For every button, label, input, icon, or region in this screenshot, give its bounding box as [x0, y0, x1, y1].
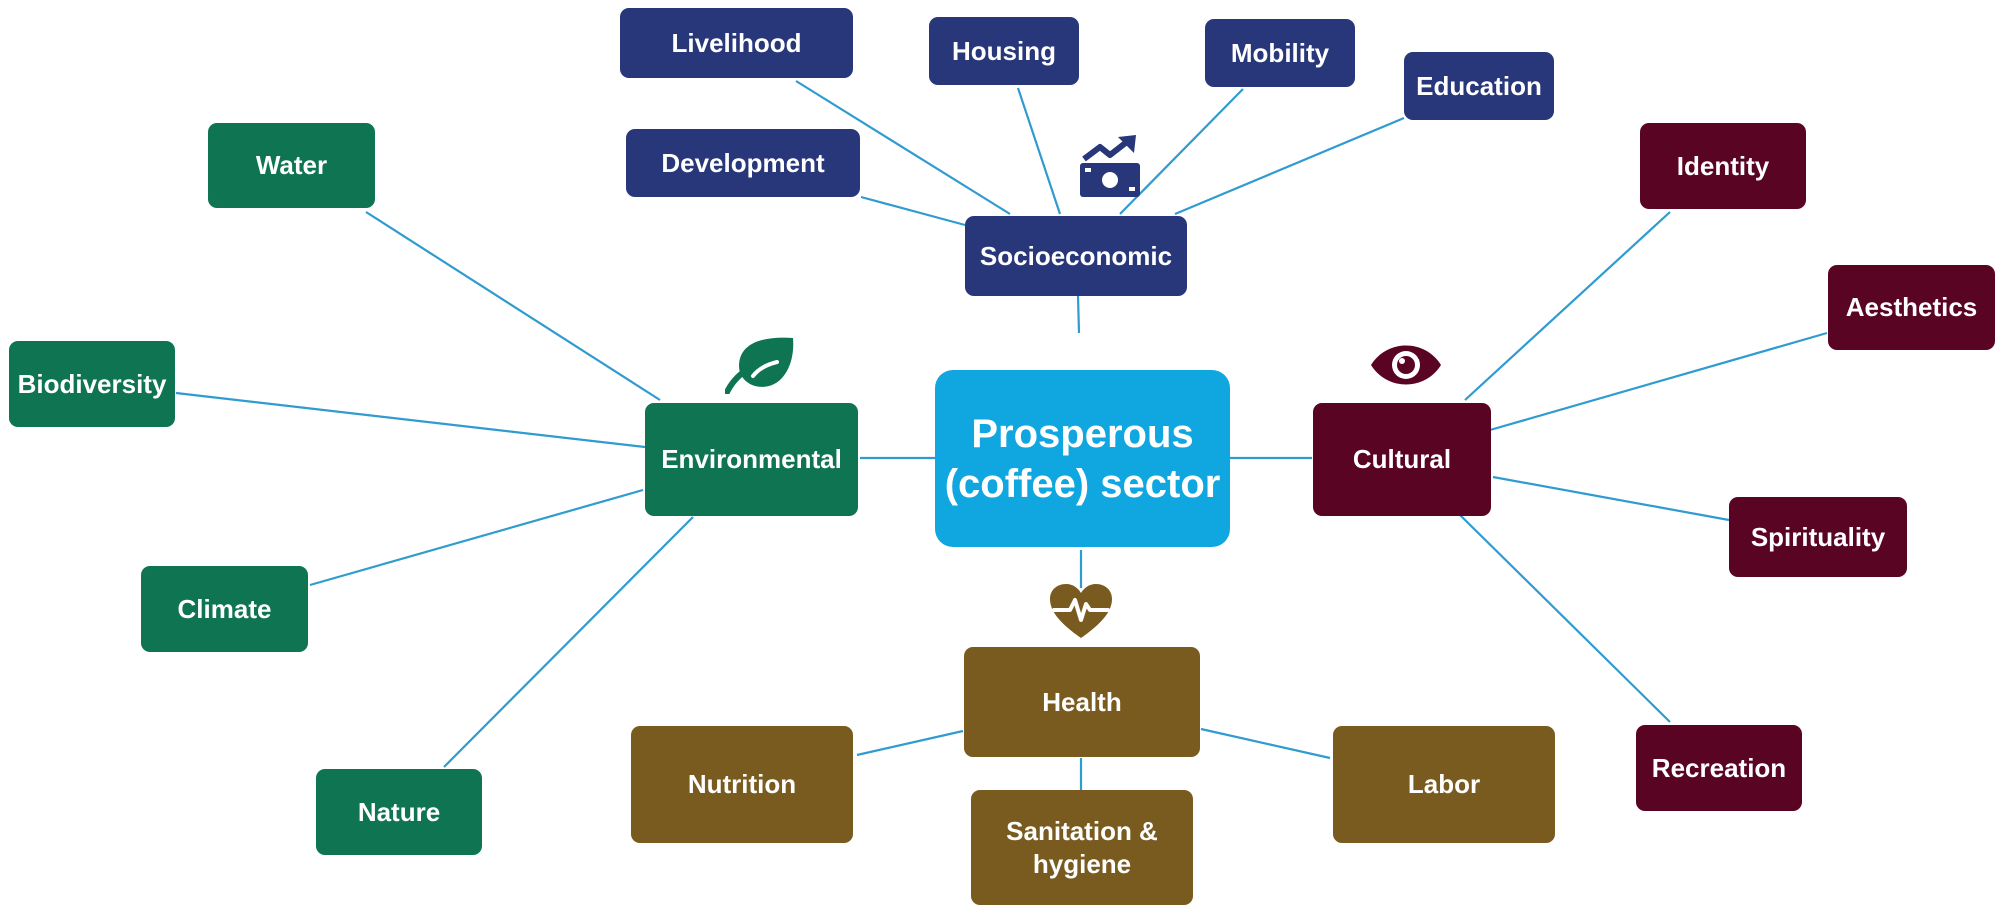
connector-socio-livelihood: [795, 80, 1011, 215]
money-growth-icon: [1080, 135, 1140, 197]
connector-center-socioeconomic: [1076, 295, 1081, 334]
connector-health-labor: [1200, 727, 1331, 760]
nature-node: Nature: [316, 769, 482, 855]
connector-socio-development: [860, 195, 966, 227]
recreation-node: Recreation: [1636, 725, 1802, 811]
spirituality-node: Spirituality: [1729, 497, 1907, 577]
connector-socio-mobility: [1119, 88, 1244, 215]
connector-cult-aesthetics: [1489, 331, 1828, 432]
environmental-node: Environmental: [645, 403, 858, 516]
eye-icon: [1371, 345, 1441, 385]
sanitation-label-line2: hygiene: [1032, 848, 1132, 879]
mobility-node: Mobility: [1205, 19, 1355, 87]
connector-env-climate: [309, 488, 644, 587]
labor-node: Labor: [1333, 726, 1555, 843]
development-node: Development: [626, 129, 860, 197]
identity-node: Identity: [1640, 123, 1806, 209]
connector-env-water: [365, 211, 661, 401]
center-node: Prosperous (coffee) sector: [935, 370, 1230, 547]
connector-env-biodiversity: [175, 391, 646, 449]
sanitation-label-line1: Sanitation &: [1006, 816, 1158, 846]
health-node: Health: [964, 647, 1200, 757]
connector-socio-education: [1174, 116, 1405, 216]
water-node: Water: [208, 123, 375, 208]
center-label-line1: Prosperous: [971, 411, 1194, 456]
center-label-line2: (coffee) sector: [944, 461, 1221, 506]
connector-env-nature: [443, 516, 694, 768]
cultural-node: Cultural: [1313, 403, 1491, 516]
connector-socio-housing: [1016, 87, 1062, 215]
connector-health-nutrition: [856, 729, 964, 757]
biodiversity-node: Biodiversity: [9, 341, 175, 427]
sanitation-node: Sanitation & hygiene: [971, 790, 1193, 905]
connector-cult-spirituality: [1492, 475, 1730, 522]
socioeconomic-node: Socioeconomic: [965, 216, 1187, 296]
education-node: Education: [1404, 52, 1554, 120]
nutrition-node: Nutrition: [631, 726, 853, 843]
leaf-icon: [725, 337, 794, 394]
livelihood-node: Livelihood: [620, 8, 853, 78]
heart-pulse-icon: [1050, 584, 1112, 638]
connector-cult-recreation: [1459, 514, 1671, 723]
climate-node: Climate: [141, 566, 308, 652]
housing-node: Housing: [929, 17, 1079, 85]
connector-cult-identity: [1464, 211, 1671, 401]
aesthetics-node: Aesthetics: [1828, 265, 1995, 350]
